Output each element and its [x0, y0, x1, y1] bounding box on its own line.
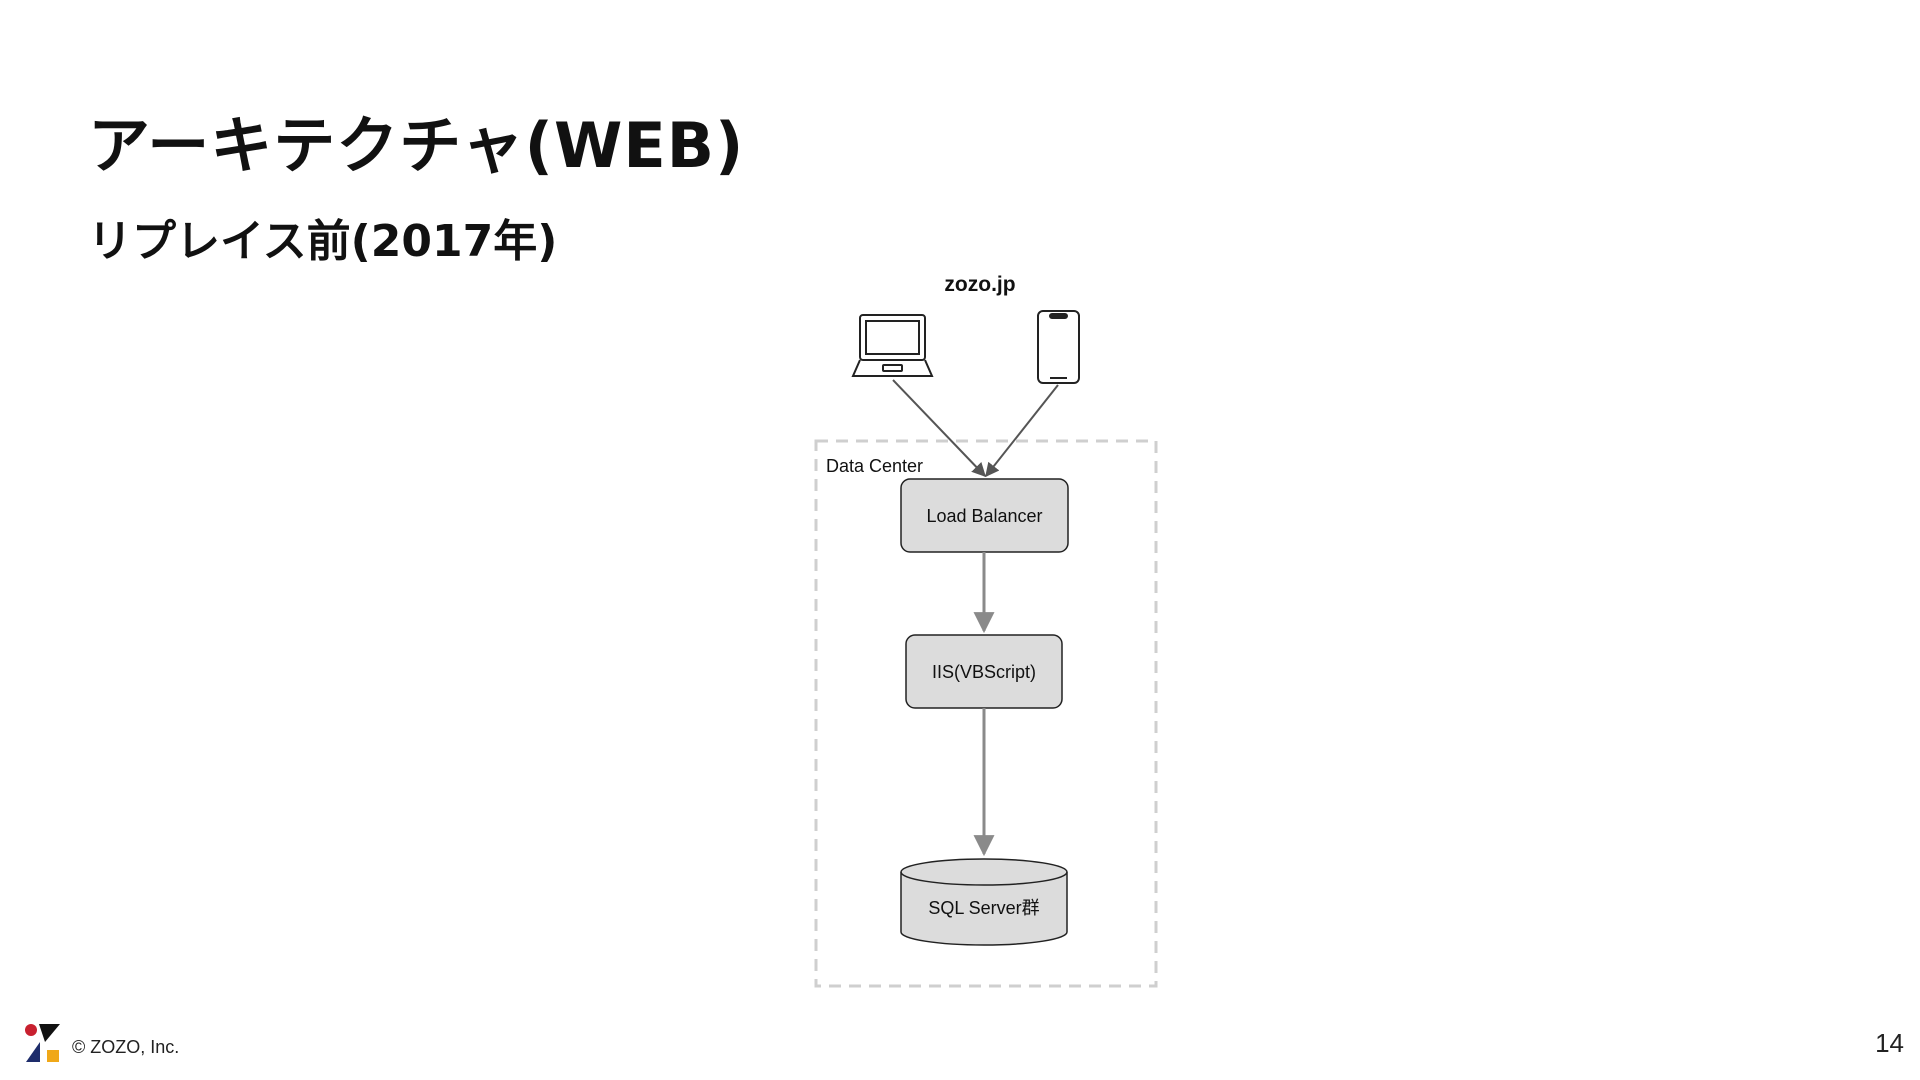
- data-center-boundary: [814, 439, 1158, 988]
- page-number: 14: [1875, 1028, 1904, 1058]
- slide-title: アーキテクチャ(WEB): [88, 109, 745, 182]
- arrow-smartphone-to-load-balancer: [985, 384, 1059, 478]
- iis-node: IIS(VBScript): [905, 634, 1063, 709]
- data-center-label: Data Center: [826, 456, 923, 476]
- zozo-logo: [25, 1024, 60, 1062]
- smartphone-icon: [1037, 310, 1080, 384]
- sql-server-node: SQL Server群: [900, 858, 1068, 946]
- laptop-icon: [851, 314, 934, 377]
- arrow-laptop-to-load-balancer: [892, 379, 986, 478]
- iis-label: IIS(VBScript): [932, 662, 1036, 682]
- slide-subtitle: リプレイス前(2017年): [88, 216, 558, 267]
- load-balancer-node: Load Balancer: [900, 478, 1069, 553]
- sql-server-label: SQL Server群: [928, 898, 1039, 918]
- load-balancer-label: Load Balancer: [926, 506, 1042, 526]
- site-label: zozo.jp: [944, 273, 1015, 296]
- copyright-text: © ZOZO, Inc.: [72, 1037, 180, 1057]
